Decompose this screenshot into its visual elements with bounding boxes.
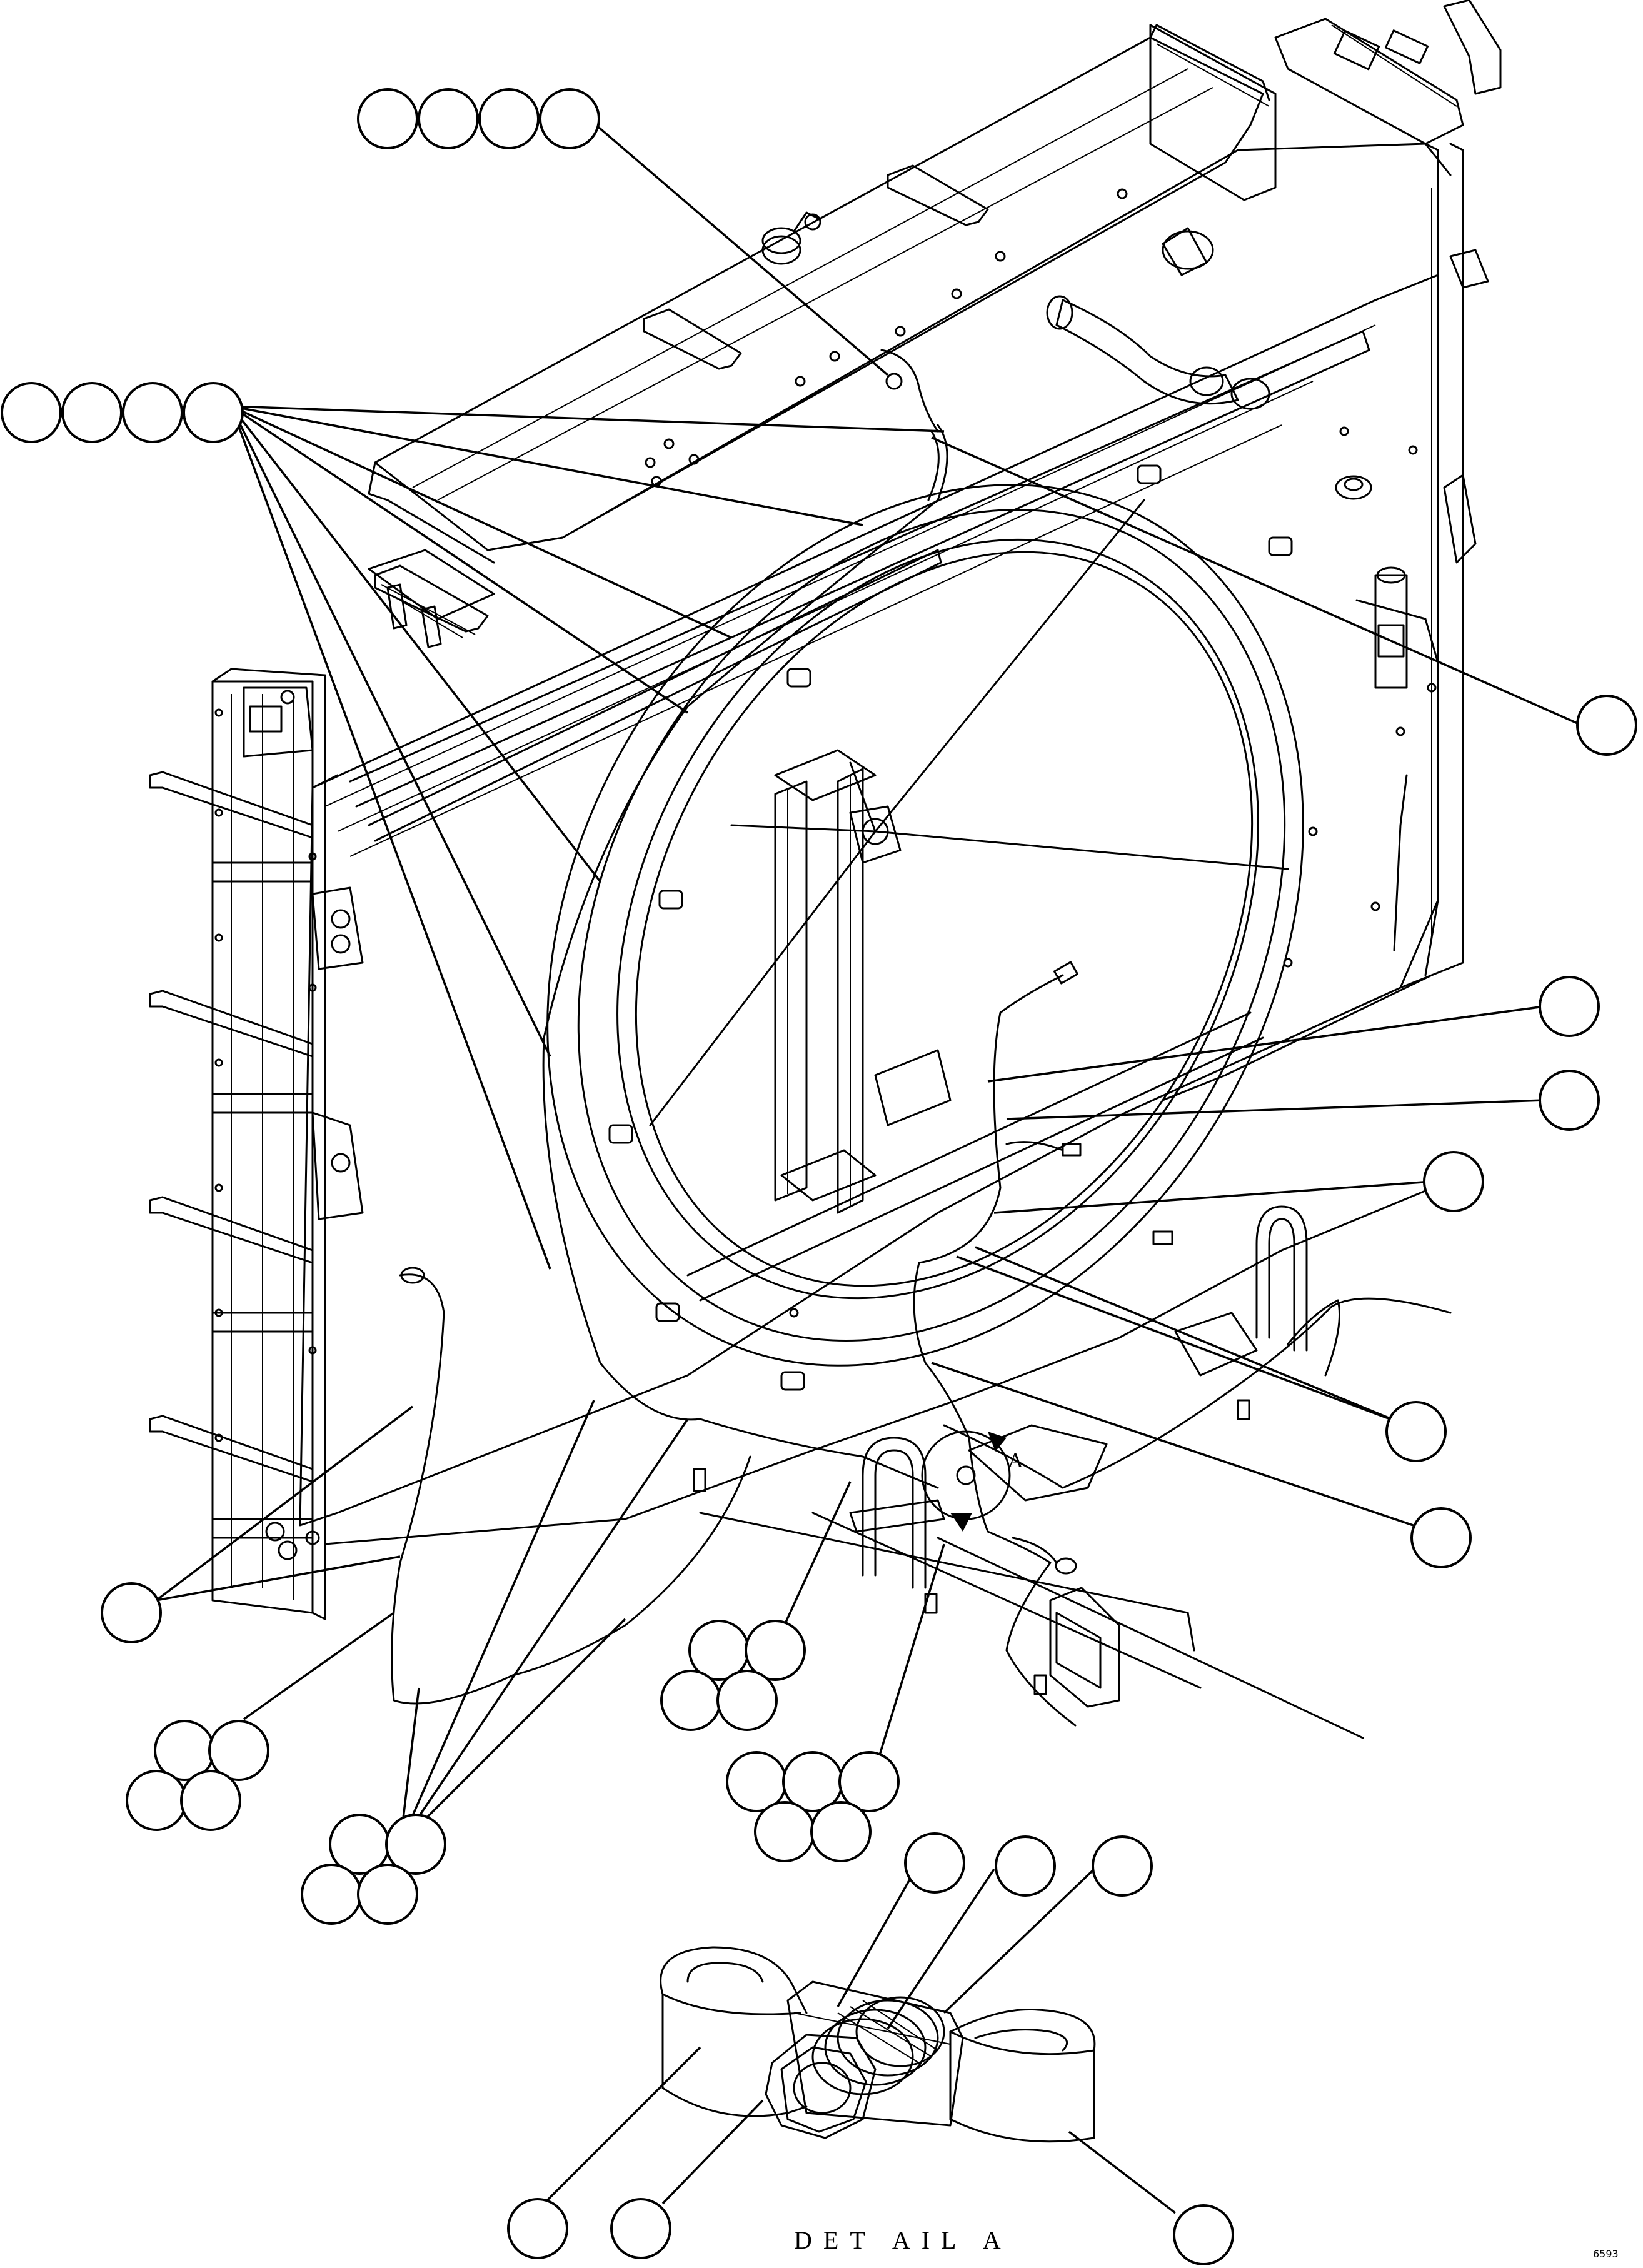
balloon-lower-left-1 [101,1582,162,1643]
balloon-group-d-4 [357,1864,418,1925]
balloon-group-d-2 [385,1814,446,1875]
radiator-left-frame [149,668,626,1620]
radiator-right-frame [1162,143,1489,1101]
detail-a-clamp-drawing [660,1946,1096,2143]
balloon-group-c-3 [838,1751,900,1812]
drawing-number: 6593 [1593,2248,1619,2260]
balloon-group-b-2 [745,1620,806,1681]
balloon-left-1 [1,382,62,443]
item-balloons [1,88,1637,2265]
balloon-top-1 [357,88,418,149]
balloon-group-c-4 [754,1801,815,1862]
balloon-top-4 [539,88,600,149]
radiator-top-tank [368,0,1502,635]
lower-mount-structure [624,1174,1464,1739]
frame-fasteners [214,708,317,1442]
balloon-right-2 [1539,976,1600,1037]
balloon-top-2 [418,88,479,149]
balloon-detail-6 [1173,2204,1234,2265]
balloon-group-b-4 [716,1670,778,1731]
balloon-detail-3 [1092,1835,1153,1897]
balloon-left-2 [61,382,123,443]
balloon-group-a-3 [126,1770,187,1831]
balloon-left-4 [183,382,244,443]
ring-blocks [608,464,1293,1391]
balloon-right-1 [1576,695,1637,756]
balloon-group-d-3 [301,1864,362,1925]
balloon-group-a-4 [180,1770,241,1831]
detail-a-callout-label: A [1008,1449,1023,1472]
balloon-right-5 [1385,1401,1447,1462]
fan-guard-spokes [649,499,1289,1302]
fan-shroud-plate [299,227,1439,1527]
wiring-harness [391,349,1452,1727]
balloon-right-6 [1410,1507,1472,1568]
shroud-fasteners [789,426,1437,1318]
balloon-right-4 [1423,1151,1484,1212]
callout-leaders [155,111,1582,1845]
balloon-left-3 [122,382,183,443]
balloon-detail-5 [610,2198,671,2259]
balloon-detail-1 [904,1832,965,1894]
balloon-group-b-3 [660,1670,721,1731]
balloon-right-3 [1539,1070,1600,1131]
detail-a-callout-circle [921,1430,1011,1532]
balloon-detail-2 [995,1835,1056,1897]
tank-fasteners [645,188,1128,487]
balloon-group-a-2 [208,1720,269,1781]
detail-a-caption: DET AIL A [794,2226,1012,2254]
balloon-top-3 [478,88,540,149]
balloon-group-c-5 [810,1801,872,1862]
balloon-detail-4 [507,2198,568,2259]
detail-a-leaders [543,1862,1177,2214]
